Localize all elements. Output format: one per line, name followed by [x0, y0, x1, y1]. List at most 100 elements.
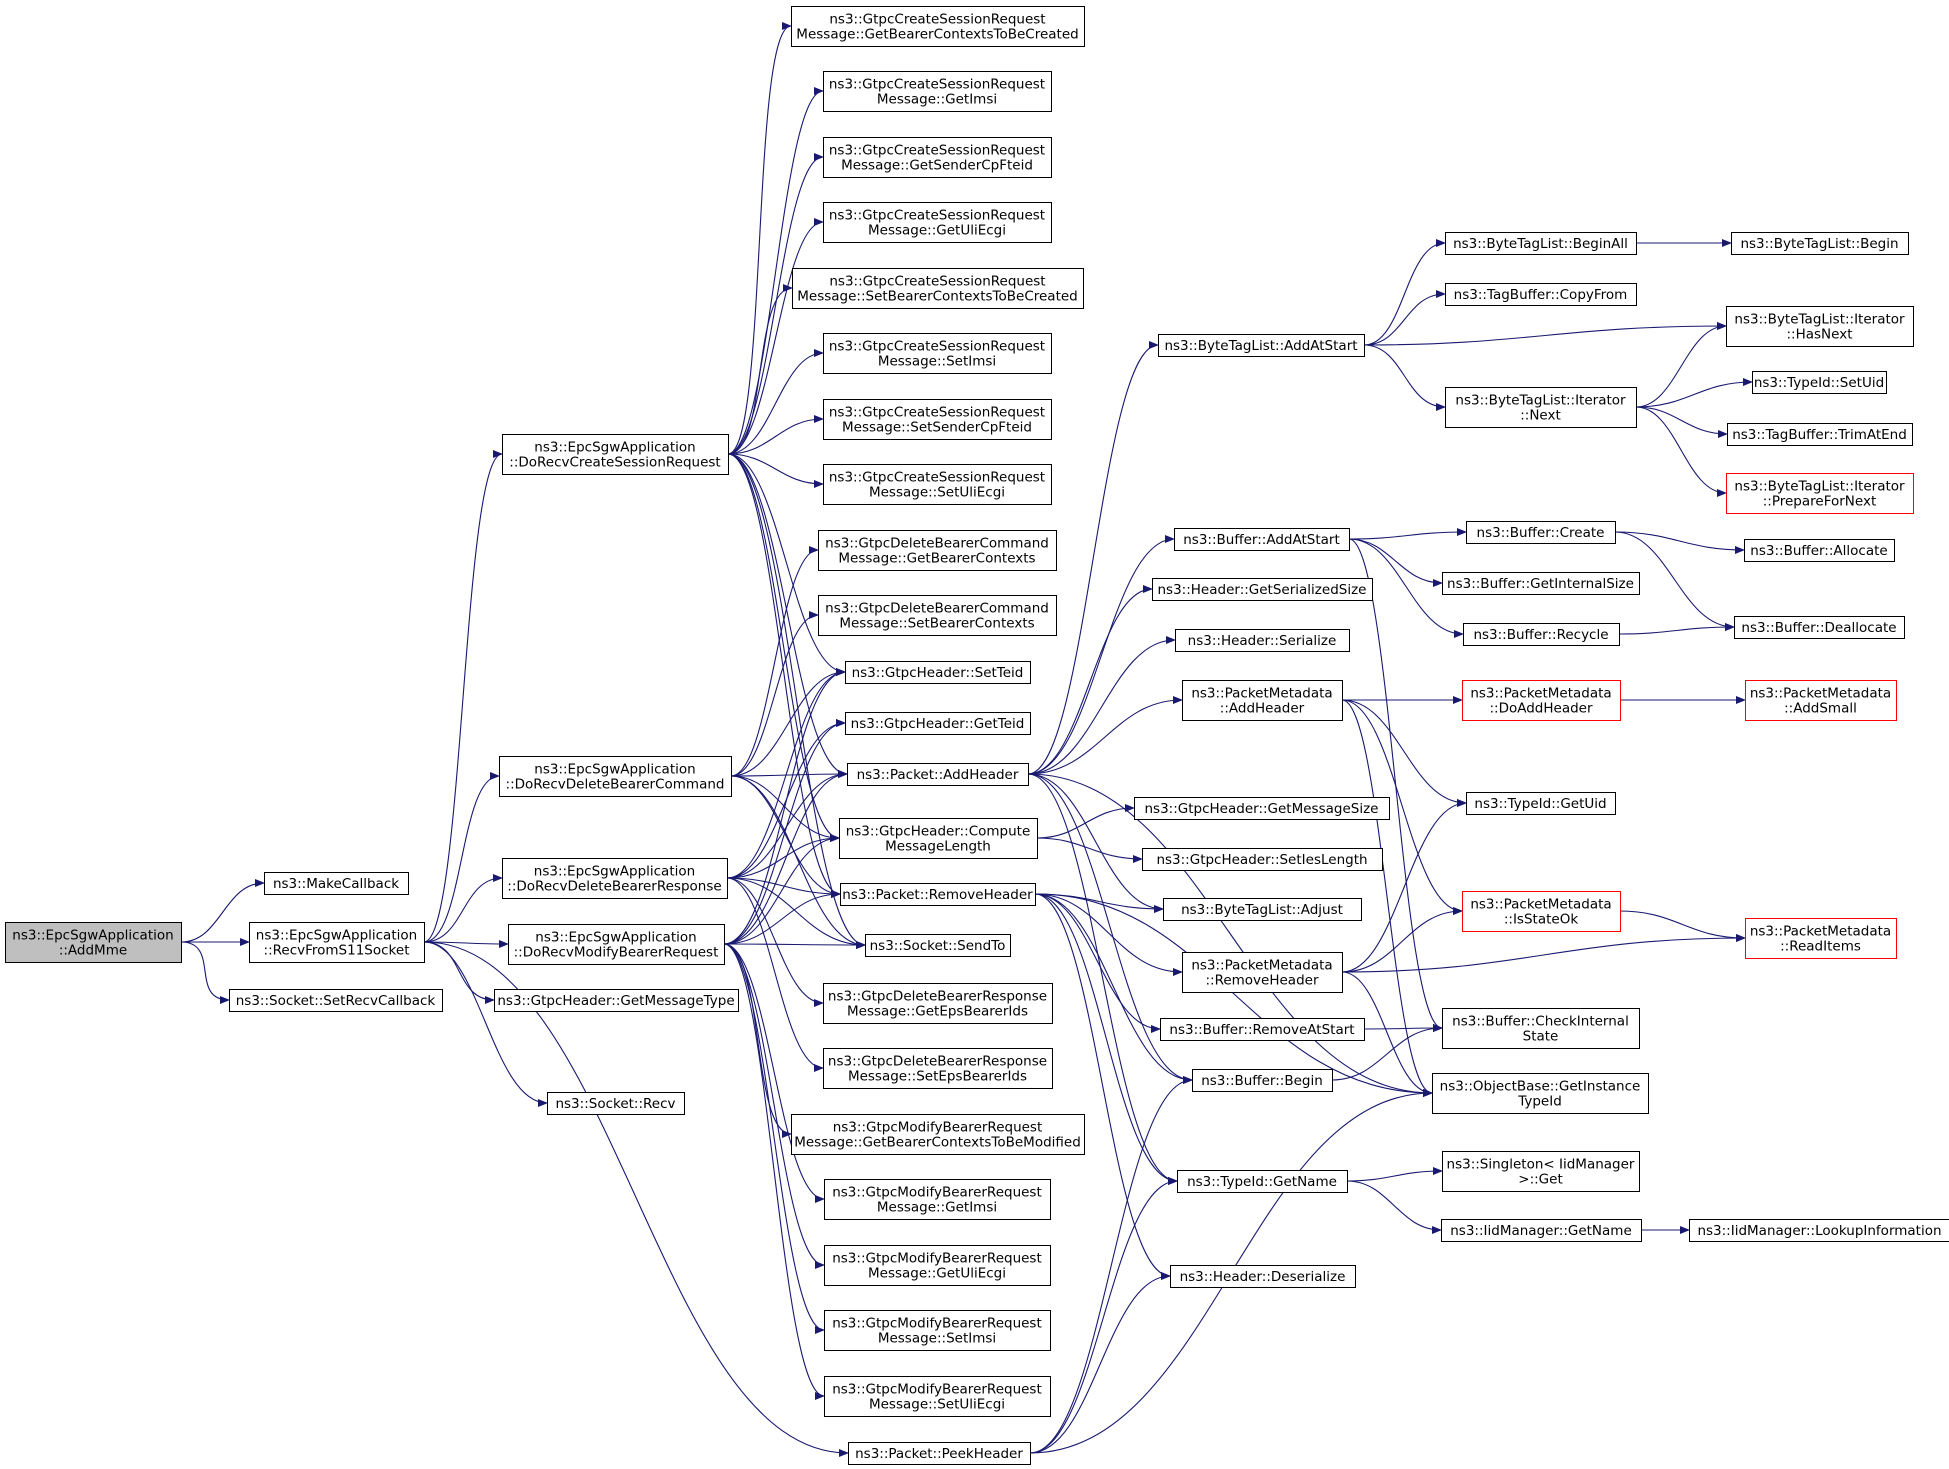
node-btl-add-at-start[interactable]: ns3::ByteTagList::AddAtStart	[1158, 334, 1365, 357]
node-buffer-allocate[interactable]: ns3::Buffer::Allocate	[1744, 539, 1895, 562]
node-type-id-get-name[interactable]: ns3::TypeId::GetName	[1177, 1170, 1348, 1193]
node-gtpc-get-teid[interactable]: ns3::GtpcHeader::GetTeid	[845, 712, 1031, 735]
node-mb-get-bearer-contexts-to-be-modified[interactable]: ns3::GtpcModifyBearerRequestMessage::Get…	[791, 1114, 1085, 1155]
edge-do-recv-delete-bearer-response-to-gtpc-set-teid	[726, 668, 846, 879]
edge-recv-from-s11-socket-to-do-recv-delete-bearer-response	[423, 874, 503, 943]
edge-buffer-recycle-to-buffer-deallocate	[1618, 623, 1735, 635]
node-buffer-begin[interactable]: ns3::Buffer::Begin	[1192, 1069, 1333, 1092]
node-btl-iterator-has-next[interactable]: ns3::ByteTagList::Iterator::HasNext	[1726, 306, 1914, 347]
node-box	[791, 6, 1085, 47]
node-get-message-size[interactable]: ns3::GtpcHeader::GetMessageSize	[1134, 797, 1390, 820]
node-btl-iterator-next[interactable]: ns3::ByteTagList::Iterator::Next	[1445, 387, 1637, 428]
node-cs-get-bearer-contexts-to-be-created[interactable]: ns3::GtpcCreateSessionRequestMessage::Ge…	[791, 6, 1085, 47]
node-iid-get-name[interactable]: ns3::IidManager::GetName	[1441, 1219, 1642, 1242]
node-socket-recv[interactable]: ns3::Socket::Recv	[547, 1092, 685, 1115]
node-box	[1727, 423, 1913, 446]
node-tag-buffer-copy-from[interactable]: ns3::TagBuffer::CopyFrom	[1445, 283, 1637, 306]
edge-do-recv-create-session-request-to-cs-set-uli-ecgi	[727, 453, 824, 488]
node-type-id-get-uid[interactable]: ns3::TypeId::GetUid	[1466, 792, 1616, 815]
node-buffer-deallocate[interactable]: ns3::Buffer::Deallocate	[1734, 616, 1905, 639]
node-packet-remove-header[interactable]: ns3::Packet::RemoveHeader	[840, 883, 1036, 906]
node-mb-get-uli-ecgi[interactable]: ns3::GtpcModifyBearerRequestMessage::Get…	[824, 1245, 1051, 1286]
node-pm-add-small[interactable]: ns3::PacketMetadata::AddSmall	[1745, 680, 1897, 721]
node-label: ns3::ByteTagList::Iterator	[1734, 479, 1905, 495]
node-pm-remove-header[interactable]: ns3::PacketMetadata::RemoveHeader	[1182, 952, 1343, 993]
node-buffer-create[interactable]: ns3::Buffer::Create	[1466, 521, 1616, 544]
node-btl-begin[interactable]: ns3::ByteTagList::Begin	[1731, 232, 1909, 255]
node-cs-get-sender-cp-fteid[interactable]: ns3::GtpcCreateSessionRequestMessage::Ge…	[823, 137, 1052, 178]
node-packet-peek-header[interactable]: ns3::Packet::PeekHeader	[848, 1442, 1031, 1465]
node-iid-lookup-information[interactable]: ns3::IidManager::LookupInformation	[1689, 1219, 1949, 1242]
node-tag-buffer-trim-at-end[interactable]: ns3::TagBuffer::TrimAtEnd	[1727, 423, 1913, 446]
node-add-mme[interactable]: ns3::EpcSgwApplication::AddMme	[5, 922, 182, 963]
node-mb-set-uli-ecgi[interactable]: ns3::GtpcModifyBearerRequestMessage::Set…	[824, 1376, 1051, 1417]
node-label: ns3::IidManager::GetName	[1450, 1223, 1632, 1239]
node-cs-set-imsi[interactable]: ns3::GtpcCreateSessionRequestMessage::Se…	[823, 333, 1052, 374]
node-label: ns3::GtpcModifyBearerRequest	[832, 1185, 1042, 1201]
node-recv-from-s11-socket[interactable]: ns3::EpcSgwApplication::RecvFromS11Socke…	[249, 922, 425, 963]
node-label: Message::SetEpsBearerIds	[848, 1069, 1027, 1085]
edge-add-mme-to-set-recv-callback	[180, 941, 230, 1004]
node-label: ns3::IidManager::LookupInformation	[1697, 1223, 1941, 1239]
node-packet-add-header[interactable]: ns3::Packet::AddHeader	[847, 763, 1029, 786]
node-do-recv-delete-bearer-response[interactable]: ns3::EpcSgwApplication::DoRecvDeleteBear…	[502, 858, 728, 899]
node-do-recv-delete-bearer-command[interactable]: ns3::EpcSgwApplication::DoRecvDeleteBear…	[499, 756, 732, 797]
edge-pm-is-state-ok-to-pm-read-items	[1619, 910, 1746, 942]
node-header-get-serialized-size[interactable]: ns3::Header::GetSerializedSize	[1152, 578, 1373, 601]
edge-do-recv-create-session-request-to-cs-get-bearer-contexts-to-be-created	[727, 22, 792, 455]
edge-compute-message-length-to-get-message-size	[1036, 804, 1135, 839]
node-cs-get-imsi[interactable]: ns3::GtpcCreateSessionRequestMessage::Ge…	[823, 71, 1052, 112]
node-buffer-remove-at-start[interactable]: ns3::Buffer::RemoveAtStart	[1160, 1018, 1365, 1041]
node-dbr-set-eps-bearer-ids[interactable]: ns3::GtpcDeleteBearerResponseMessage::Se…	[823, 1048, 1053, 1089]
node-cs-get-uli-ecgi[interactable]: ns3::GtpcCreateSessionRequestMessage::Ge…	[823, 202, 1052, 243]
node-cs-set-bearer-contexts-to-be-created[interactable]: ns3::GtpcCreateSessionRequestMessage::Se…	[792, 268, 1084, 309]
node-mb-set-imsi[interactable]: ns3::GtpcModifyBearerRequestMessage::Set…	[824, 1310, 1051, 1351]
node-pm-add-header[interactable]: ns3::PacketMetadata::AddHeader	[1182, 680, 1343, 721]
node-cs-set-uli-ecgi[interactable]: ns3::GtpcCreateSessionRequestMessage::Se…	[823, 464, 1052, 505]
node-label: ns3::ObjectBase::GetInstance	[1440, 1079, 1641, 1095]
edge-packet-add-header-to-header-get-serialized-size	[1027, 585, 1153, 775]
node-btl-adjust[interactable]: ns3::ByteTagList::Adjust	[1163, 898, 1362, 921]
node-btl-iterator-prepare-for-next[interactable]: ns3::ByteTagList::Iterator::PrepareForNe…	[1726, 473, 1914, 514]
node-box	[1175, 629, 1350, 652]
node-buffer-add-at-start[interactable]: ns3::Buffer::AddAtStart	[1174, 528, 1350, 551]
node-box	[1432, 1073, 1649, 1114]
node-do-recv-modify-bearer-request[interactable]: ns3::EpcSgwApplication::DoRecvModifyBear…	[508, 924, 725, 965]
node-dbr-get-eps-bearer-ids[interactable]: ns3::GtpcDeleteBearerResponseMessage::Ge…	[823, 983, 1053, 1024]
node-gtpc-set-teid[interactable]: ns3::GtpcHeader::SetTeid	[845, 661, 1031, 684]
node-set-ies-length[interactable]: ns3::GtpcHeader::SetIesLength	[1142, 848, 1383, 871]
node-pm-read-items[interactable]: ns3::PacketMetadata::ReadItems	[1745, 918, 1897, 959]
node-dbc-set-bearer-contexts[interactable]: ns3::GtpcDeleteBearerCommandMessage::Set…	[818, 595, 1057, 636]
node-cs-set-sender-cp-fteid[interactable]: ns3::GtpcCreateSessionRequestMessage::Se…	[823, 399, 1052, 440]
node-box	[1441, 1219, 1642, 1242]
node-header-serialize[interactable]: ns3::Header::Serialize	[1175, 629, 1350, 652]
node-pm-is-state-ok[interactable]: ns3::PacketMetadata::IsStateOk	[1462, 891, 1621, 932]
node-socket-send-to[interactable]: ns3::Socket::SendTo	[865, 934, 1011, 957]
node-pm-do-add-header[interactable]: ns3::PacketMetadata::DoAddHeader	[1462, 680, 1621, 721]
node-buffer-get-internal-size[interactable]: ns3::Buffer::GetInternalSize	[1442, 572, 1640, 595]
edge-do-recv-modify-bearer-request-to-packet-add-header	[723, 770, 848, 945]
node-singleton-get[interactable]: ns3::Singleton< IidManager >::Get	[1442, 1151, 1640, 1192]
node-label: ns3::GtpcModifyBearerRequest	[832, 1251, 1042, 1267]
node-box	[824, 1310, 1051, 1351]
node-label: Message::SetBearerContexts	[839, 616, 1034, 632]
node-label: ns3::GtpcHeader::GetMessageType	[497, 993, 734, 1009]
node-get-message-type[interactable]: ns3::GtpcHeader::GetMessageType	[494, 989, 739, 1012]
node-label: ns3::PacketMetadata	[1470, 686, 1611, 702]
node-make-callback[interactable]: ns3::MakeCallback	[264, 872, 409, 895]
node-layer: ns3::EpcSgwApplication::AddMme ns3::MakeC…	[5, 6, 1949, 1465]
node-dbc-get-bearer-contexts[interactable]: ns3::GtpcDeleteBearerCommandMessage::Get…	[818, 530, 1057, 571]
node-set-recv-callback[interactable]: ns3::Socket::SetRecvCallback	[229, 989, 443, 1012]
node-label: ns3::PacketMetadata	[1750, 924, 1891, 940]
node-mb-get-imsi[interactable]: ns3::GtpcModifyBearerRequestMessage::Get…	[824, 1179, 1051, 1220]
node-btl-begin-all[interactable]: ns3::ByteTagList::BeginAll	[1445, 232, 1637, 255]
node-type-id-set-uid[interactable]: ns3::TypeId::SetUid	[1752, 371, 1887, 394]
node-box	[823, 137, 1052, 178]
node-do-recv-create-session-request[interactable]: ns3::EpcSgwApplication::DoRecvCreateSess…	[502, 434, 729, 475]
node-header-deserialize[interactable]: ns3::Header::Deserialize	[1170, 1265, 1356, 1288]
node-buffer-recycle[interactable]: ns3::Buffer::Recycle	[1463, 623, 1620, 646]
edge-packet-add-header-to-buffer-add-at-start	[1027, 535, 1175, 775]
